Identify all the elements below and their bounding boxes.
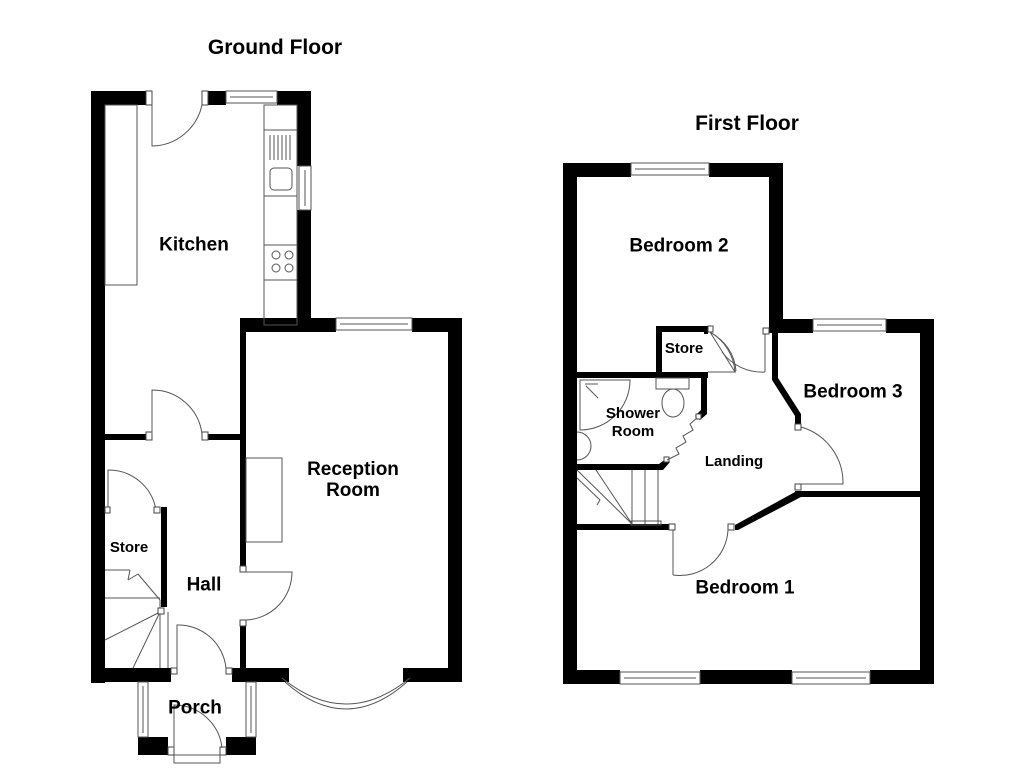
shower-line2: Room	[611, 423, 655, 440]
reception-line2: Room	[326, 480, 380, 501]
room-label-bedroom-2: Bedroom 2	[629, 235, 729, 257]
ground-floor-plan	[91, 90, 462, 764]
room-label-kitchen: Kitchen	[159, 234, 229, 256]
room-label-first-store: Store	[664, 340, 704, 357]
room-label-porch: Porch	[168, 697, 222, 719]
shower-line1: Shower	[605, 405, 661, 422]
first-floor-plan	[563, 162, 934, 685]
first-floor-title: First Floor	[695, 112, 799, 135]
ground-floor-title: Ground Floor	[207, 36, 343, 59]
room-label-hall: Hall	[186, 574, 222, 596]
room-label-bedroom-1: Bedroom 1	[695, 577, 795, 599]
room-label-bedroom-3: Bedroom 3	[803, 381, 903, 403]
room-label-landing: Landing	[704, 453, 764, 470]
room-label-ground-store: Store	[109, 539, 149, 556]
room-label-reception-room: Reception Room	[307, 459, 399, 501]
reception-line1: Reception	[307, 459, 399, 480]
room-label-shower-room: Shower Room	[606, 405, 660, 441]
